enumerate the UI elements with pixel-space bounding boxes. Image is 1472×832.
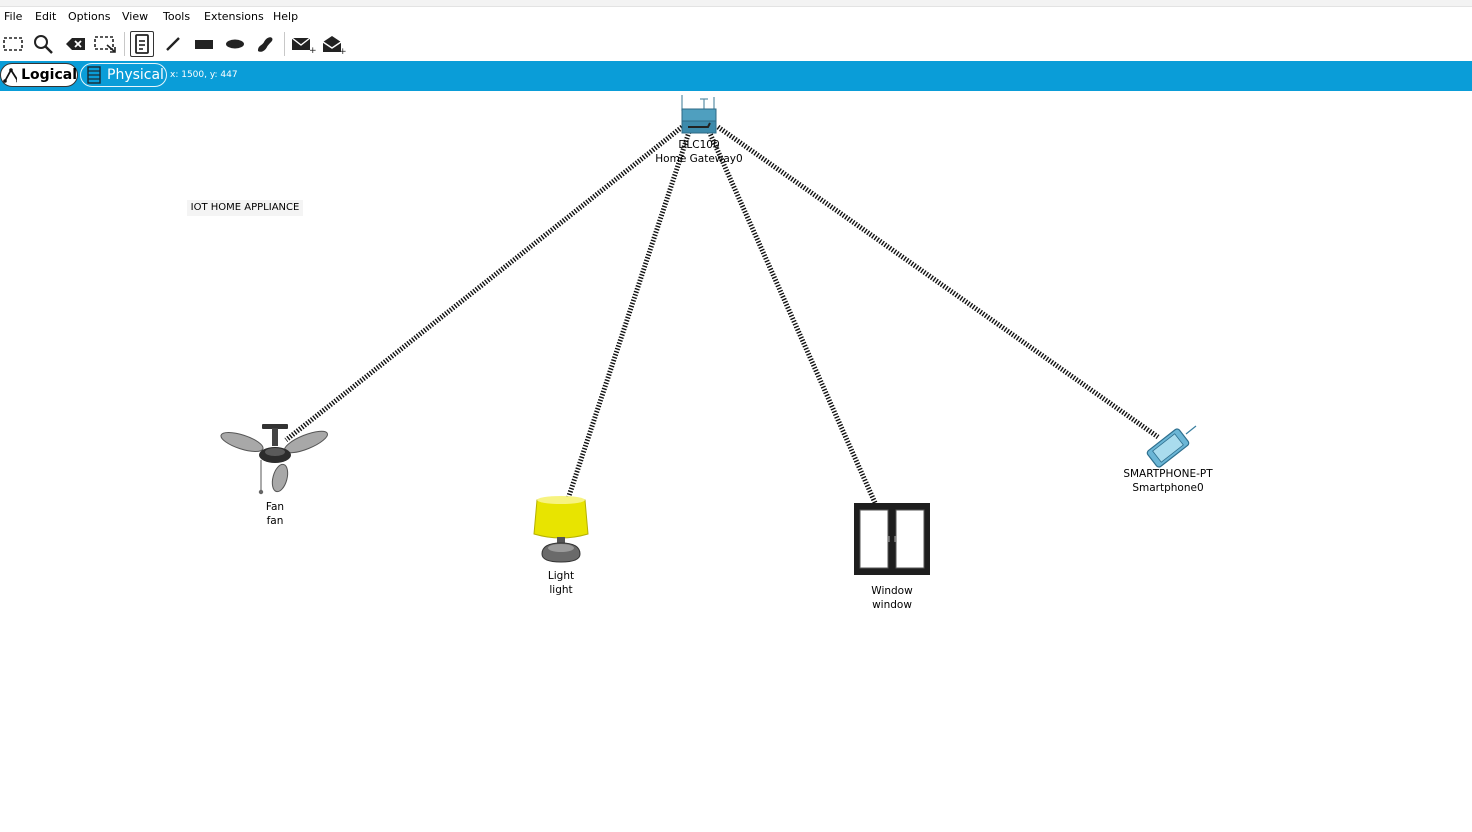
lamp-icon xyxy=(533,496,589,563)
add-simple-pdu-icon[interactable]: + xyxy=(290,31,316,57)
workspace-bar: Logical Physical x: 1500, y: 447 xyxy=(0,61,1472,91)
toolbar-separator xyxy=(284,32,285,56)
svg-text:+: + xyxy=(339,47,347,55)
draw-line-icon[interactable] xyxy=(160,31,186,57)
device-window[interactable] xyxy=(853,502,931,580)
wireless-link-light[interactable] xyxy=(565,128,693,500)
smartphone-icon xyxy=(1146,425,1197,468)
svg-text:+: + xyxy=(309,46,316,54)
logical-icon xyxy=(3,68,18,83)
window-title-strip xyxy=(0,0,1472,7)
smartphone-label: SMARTPHONE-PT Smartphone0 xyxy=(1123,467,1212,495)
toolbar: + + xyxy=(0,28,1472,60)
fan-name: fan xyxy=(266,515,284,527)
gateway-name: Home Gateway0 xyxy=(655,153,743,165)
add-complex-pdu-icon[interactable]: + xyxy=(321,31,347,57)
logical-workspace[interactable]: IOT HOME APPLIANCE DLC100 Home Gateway0 xyxy=(0,91,1472,832)
tab-logical[interactable]: Logical xyxy=(0,63,78,87)
light-label: Light light xyxy=(548,569,574,597)
device-fan[interactable] xyxy=(218,422,332,504)
cursor-coordinates: x: 1500, y: 447 xyxy=(170,70,238,80)
canvas-note[interactable]: IOT HOME APPLIANCE xyxy=(187,200,303,216)
draw-ellipse-icon[interactable] xyxy=(222,31,248,57)
window-model: Window xyxy=(871,585,913,597)
tab-logical-label: Logical xyxy=(21,67,77,83)
gateway-model: DLC100 xyxy=(678,139,720,151)
toolbar-separator xyxy=(124,32,125,56)
menu-file[interactable]: File xyxy=(4,10,23,23)
menu-help[interactable]: Help xyxy=(273,10,299,23)
fan-model: Fan xyxy=(265,501,285,513)
menu-tools[interactable]: Tools xyxy=(163,10,191,23)
home-gateway-icon xyxy=(681,95,717,134)
resize-icon[interactable] xyxy=(92,31,118,57)
select-icon[interactable] xyxy=(0,31,26,57)
menu-view[interactable]: View xyxy=(122,10,149,23)
smartphone-name: Smartphone0 xyxy=(1132,482,1204,494)
light-name: light xyxy=(549,584,573,596)
menu-options[interactable]: Options xyxy=(68,10,111,23)
tab-physical-label: Physical xyxy=(107,67,164,83)
inspect-icon[interactable] xyxy=(30,31,56,57)
gateway-label: DLC100 Home Gateway0 xyxy=(655,138,742,166)
wireless-link-window[interactable] xyxy=(705,127,879,507)
menu-extensions[interactable]: Extensions xyxy=(204,10,264,23)
fan-label: Fan fan xyxy=(266,500,284,528)
window-icon xyxy=(854,503,930,575)
menu-bar: File Edit Options View Tools Extensions … xyxy=(0,7,1472,27)
device-smartphone[interactable] xyxy=(1138,424,1200,472)
ceiling-fan-icon xyxy=(220,424,328,495)
device-light[interactable] xyxy=(530,496,592,572)
wireless-link-smartphone[interactable] xyxy=(716,124,1160,440)
delete-icon[interactable] xyxy=(62,31,88,57)
draw-rectangle-icon[interactable] xyxy=(191,31,217,57)
wireless-links xyxy=(284,124,1160,507)
freeform-icon[interactable] xyxy=(252,31,278,57)
smartphone-model: SMARTPHONE-PT xyxy=(1123,468,1213,480)
wireless-link-fan[interactable] xyxy=(284,125,684,442)
window-name: window xyxy=(872,599,912,611)
window-label: Window window xyxy=(871,584,912,612)
device-home-gateway[interactable] xyxy=(678,93,720,143)
light-model: Light xyxy=(547,570,575,582)
physical-icon xyxy=(87,66,101,84)
menu-edit[interactable]: Edit xyxy=(35,10,57,23)
note-icon[interactable] xyxy=(130,31,154,57)
tab-physical[interactable]: Physical xyxy=(80,63,167,87)
